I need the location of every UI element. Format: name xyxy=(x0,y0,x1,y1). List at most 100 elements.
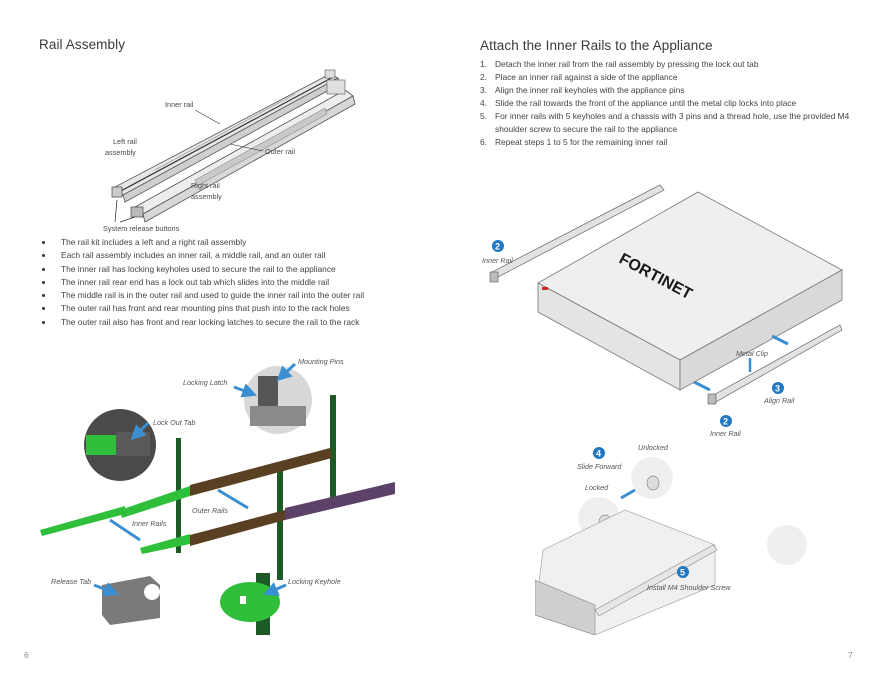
bullet-dot-icon xyxy=(42,294,45,298)
bullet-item: The rail kit includes a left and a right… xyxy=(41,236,364,249)
bullet-item: The inner rail has locking keyholes used… xyxy=(41,263,364,276)
badge-step-2-top-number: 2 xyxy=(495,242,500,252)
section-title-attach-inner-rails: Attach the Inner Rails to the Appliance xyxy=(480,38,713,53)
label-locking-keyhole: Locking Keyhole xyxy=(288,577,341,586)
bullet-dot-icon xyxy=(42,241,45,244)
badge-step-2-bottom-number: 2 xyxy=(723,417,728,427)
label-install-m4-screw: Install M4 Shoulder Screw xyxy=(647,583,731,592)
pointer-inner-rail xyxy=(194,109,221,125)
label-inner-rail: Inner rail xyxy=(165,100,194,109)
label-right-rail-1: Right rail xyxy=(191,181,220,190)
step-item: 3.Align the inner rail keyholes with the… xyxy=(480,85,685,95)
arrow-lock-out-tab xyxy=(130,421,150,441)
shoulder-screw-figure: 4 Slide Forward Unlocked Locked 5 Instal… xyxy=(535,443,807,635)
step-item: 1.Detach the inner rail from the rail as… xyxy=(480,59,759,69)
arrow-outer-rails xyxy=(217,488,249,510)
appliance-front-panel xyxy=(535,579,596,635)
badge-step-2-bottom xyxy=(720,415,732,427)
front-logo-mark xyxy=(542,287,548,290)
rail-end-cap xyxy=(707,393,717,405)
step-item: 2.Place an inner rail against a side of … xyxy=(480,72,678,82)
outer-rail-lower-rear xyxy=(285,482,395,520)
bullet-item: The middle rail is in the outer rail and… xyxy=(41,289,364,302)
bullet-item: The outer rail also has front and rear l… xyxy=(41,316,364,329)
bullet-dot-icon xyxy=(42,254,45,258)
label-right-rail-2: assembly xyxy=(191,192,222,201)
attach-steps-list: 1.Detach the inner rail from the rail as… xyxy=(480,58,850,149)
unlocked-pin xyxy=(646,475,660,491)
label-slide-forward: Slide Forward xyxy=(577,462,622,471)
bullet-item: The outer rail has front and rear mounti… xyxy=(41,302,364,315)
arrow-locking-keyhole xyxy=(263,582,287,596)
label-locked: Locked xyxy=(585,483,609,492)
inner-rail-installed xyxy=(594,544,718,617)
appliance-side xyxy=(679,269,843,391)
label-left-rail-1: Left rail xyxy=(113,137,137,146)
arrow-release-tab xyxy=(93,582,119,597)
step-item: 5.For inner rails with 5 keyholes and a … xyxy=(480,111,850,134)
rail-end-cap xyxy=(489,271,499,283)
label-locking-latch: Locking Latch xyxy=(183,378,227,387)
page-left: Rail Assembly Inner rail Left rail assem… xyxy=(24,37,395,660)
bullet-dot-icon xyxy=(42,267,45,271)
label-mounting-pins: Mounting Pins xyxy=(298,357,344,366)
bullet-dot-icon xyxy=(42,320,45,324)
step-item: 6.Repeat steps 1 to 5 for the remaining … xyxy=(480,137,668,147)
arrow-align-front xyxy=(693,380,711,392)
label-align-rail: Align Rail xyxy=(763,396,795,405)
arrow-mounting-pins xyxy=(276,362,297,382)
page-right: Attach the Inner Rails to the Appliance … xyxy=(440,0,880,680)
badge-step-4 xyxy=(593,447,605,459)
badge-step-3-number: 3 xyxy=(775,384,780,394)
middle-rail-upper xyxy=(120,486,190,518)
arrow-align-rear xyxy=(771,334,789,346)
label-metal-clip: Metal Clip xyxy=(736,349,768,358)
pointer-release-left xyxy=(114,199,118,223)
screw-detail xyxy=(767,525,807,565)
rack-post-front-right xyxy=(277,465,283,580)
badge-step-3 xyxy=(772,382,784,394)
label-left-rail-2: assembly xyxy=(105,148,136,157)
right-rail-assembly-drawing xyxy=(130,79,356,223)
label-outer-rails: Outer Rails xyxy=(192,506,228,515)
label-unlocked: Unlocked xyxy=(638,443,669,452)
pointer-release-right xyxy=(119,216,136,223)
arrow-inner-rails xyxy=(109,518,141,542)
bullet-dot-icon xyxy=(42,307,45,311)
label-release-tab: Release Tab xyxy=(51,577,91,586)
locking-keyhole-detail xyxy=(220,573,280,635)
label-outer-rail: Outer rail xyxy=(265,147,295,156)
arrow-locking-latch xyxy=(233,383,258,398)
label-inner-rail-top: Inner Rail xyxy=(482,256,513,265)
label-inner-rail-bottom: Inner Rail xyxy=(710,429,741,438)
locking-latch-detail xyxy=(244,366,312,434)
rail-assembly-figure: Inner rail Left rail assembly Outer rail… xyxy=(103,69,356,233)
label-system-release-buttons: System release buttons xyxy=(103,224,180,233)
badge-step-2-top xyxy=(492,240,504,252)
inner-rail-lower xyxy=(140,534,190,554)
badge-step-5 xyxy=(677,566,689,578)
left-rail-assembly-drawing xyxy=(111,69,341,203)
step-item: 4.Slide the rail towards the front of th… xyxy=(480,98,797,108)
bullet-item: Each rail assembly includes an inner rai… xyxy=(41,249,364,262)
outer-rail-upper xyxy=(190,448,332,496)
release-tab-detail xyxy=(102,576,160,625)
inner-rail-upper xyxy=(40,506,125,536)
page-number-left: 6 xyxy=(24,650,29,660)
rail-kit-bullet-list: The rail kit includes a left and a right… xyxy=(41,236,364,329)
rack-post-rear-left xyxy=(330,395,336,505)
page-number-right: 7 xyxy=(848,650,853,660)
section-title-rail-assembly: Rail Assembly xyxy=(39,37,126,52)
lock-out-tab-detail xyxy=(84,409,156,481)
badge-step-5-number: 5 xyxy=(680,568,685,578)
label-lock-out-tab: Lock Out Tab xyxy=(153,418,196,427)
outer-rail-lower xyxy=(190,510,285,546)
arrow-slide-forward xyxy=(620,488,636,500)
bullet-item: The inner rail rear end has a lock out t… xyxy=(41,276,364,289)
appliance-inner-rail-figure: FORTINET 2 Inner Rail Metal Clip 3 Align… xyxy=(482,184,843,438)
pointer-outer-rail xyxy=(229,143,264,152)
bullet-dot-icon xyxy=(42,280,45,284)
label-inner-rails: Inner Rails xyxy=(132,519,167,528)
rack-rails-figure: Lock Out Tab Locking Latch Mounting Pins… xyxy=(40,357,395,635)
badge-step-4-number: 4 xyxy=(596,449,601,459)
